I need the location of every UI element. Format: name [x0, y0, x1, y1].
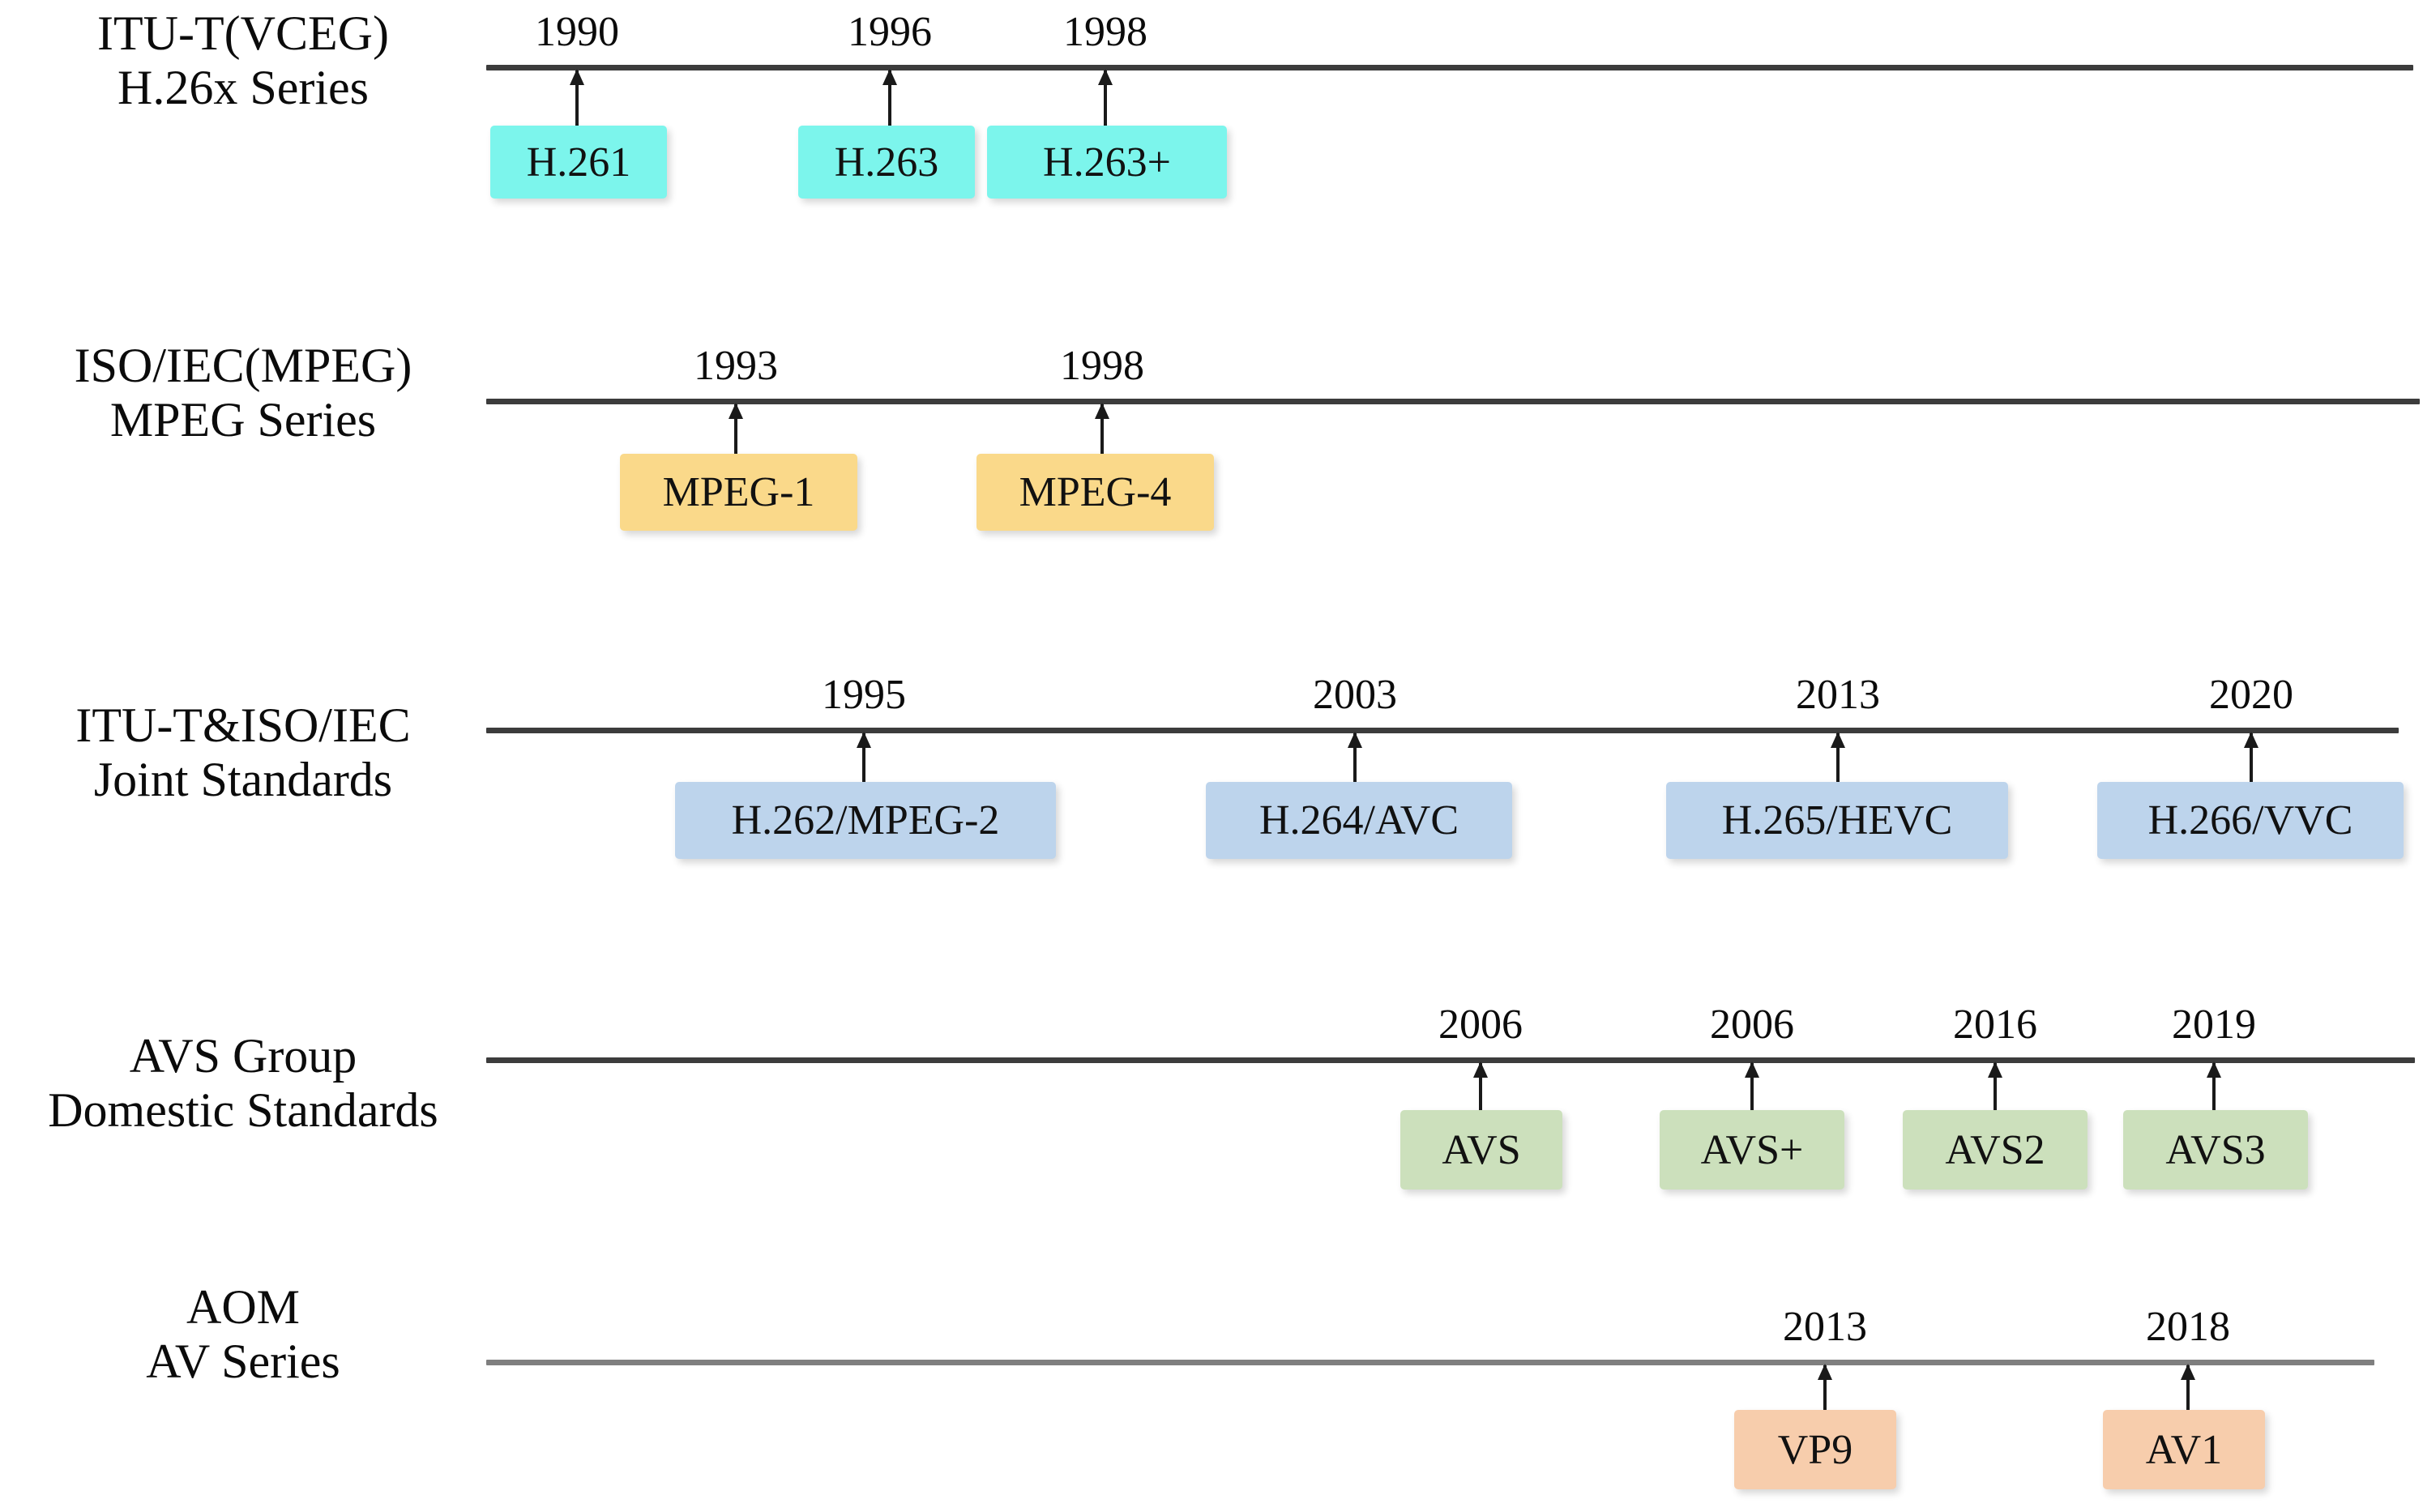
arrow-itu-t-vceg-h-261-icon: [575, 70, 579, 148]
year-label-iso-iec-mpeg-mpeg-1: 1993: [694, 343, 778, 389]
year-label-avs-group-avs2: 2016: [1953, 1002, 2037, 1048]
event-box-avs[interactable]: AVS: [1400, 1110, 1562, 1190]
row-label-line1: AOM: [186, 1280, 300, 1334]
timeline-axis-itu-t-vceg: [486, 65, 2413, 70]
arrow-itu-iso-joint-h-266-vvc-icon: [2250, 733, 2253, 805]
row-label-line2: H.26x Series: [118, 61, 369, 115]
year-label-avs-group-avs-: 2006: [1710, 1002, 1794, 1048]
row-label-line2: Domestic Standards: [48, 1083, 438, 1138]
arrow-itu-iso-joint-h-265-hevc-icon: [1836, 733, 1840, 805]
event-box-h-263[interactable]: H.263: [798, 126, 975, 199]
event-box-avs3[interactable]: AVS3: [2123, 1110, 2308, 1190]
year-label-iso-iec-mpeg-mpeg-4: 1998: [1060, 343, 1144, 389]
row-label-line1: ISO/IEC(MPEG): [74, 339, 412, 392]
arrow-aom-av-vp9-icon: [1823, 1365, 1827, 1433]
event-box-mpeg-4[interactable]: MPEG-4: [976, 454, 1214, 531]
timeline-axis-avs-group: [486, 1057, 2415, 1063]
event-box-mpeg-1[interactable]: MPEG-1: [620, 454, 857, 531]
event-box-h-262-mpeg-2[interactable]: H.262/MPEG-2: [675, 782, 1056, 859]
year-label-itu-iso-joint-h-265-hevc: 2013: [1796, 672, 1880, 718]
row-label-line1: ITU-T(VCEG): [97, 6, 389, 60]
year-label-itu-t-vceg-h-261: 1990: [535, 9, 619, 55]
event-box-avs-[interactable]: AVS+: [1660, 1110, 1844, 1190]
row-label-line2: MPEG Series: [109, 393, 377, 447]
event-box-h-266-vvc[interactable]: H.266/VVC: [2097, 782, 2404, 859]
row-label-line2: AV Series: [146, 1335, 340, 1389]
year-label-itu-t-vceg-h-263-: 1998: [1063, 9, 1147, 55]
row-label-itu-t-vceg: ITU-T(VCEG)H.26x Series: [0, 6, 810, 115]
row-label-line1: AVS Group: [129, 1029, 357, 1083]
timeline-axis-iso-iec-mpeg: [486, 399, 2420, 404]
event-box-h-263-[interactable]: H.263+: [987, 126, 1227, 199]
arrow-itu-t-vceg-h-263-icon: [888, 70, 891, 148]
event-box-av1[interactable]: AV1: [2103, 1410, 2265, 1489]
event-box-h-264-avc[interactable]: H.264/AVC: [1206, 782, 1512, 859]
event-box-h-261[interactable]: H.261: [490, 126, 667, 199]
timeline-axis-itu-iso-joint: [486, 728, 2399, 733]
row-label-iso-iec-mpeg: ISO/IEC(MPEG)MPEG Series: [0, 339, 810, 447]
year-label-avs-group-avs3: 2019: [2172, 1002, 2256, 1048]
year-label-itu-t-vceg-h-263: 1996: [848, 9, 932, 55]
arrow-aom-av-av1-icon: [2186, 1365, 2190, 1433]
arrow-avs-group-avs2-icon: [1994, 1063, 1997, 1133]
year-label-aom-av-vp9: 2013: [1783, 1304, 1867, 1350]
arrow-iso-iec-mpeg-mpeg-4-icon: [1100, 404, 1104, 476]
row-label-line2: Joint Standards: [93, 753, 393, 807]
year-label-itu-iso-joint-h-262-mpeg-2: 1995: [822, 672, 906, 718]
year-label-itu-iso-joint-h-266-vvc: 2020: [2209, 672, 2293, 718]
arrow-iso-iec-mpeg-mpeg-1-icon: [734, 404, 737, 476]
event-box-vp9[interactable]: VP9: [1734, 1410, 1896, 1489]
year-label-aom-av-av1: 2018: [2146, 1304, 2230, 1350]
year-label-itu-iso-joint-h-264-avc: 2003: [1313, 672, 1397, 718]
timeline-axis-aom-av: [486, 1360, 2374, 1365]
arrow-avs-group-avs-icon: [1479, 1063, 1482, 1133]
arrow-avs-group-avs--icon: [1750, 1063, 1754, 1133]
arrow-itu-iso-joint-h-262-mpeg-2-icon: [862, 733, 865, 805]
row-label-line1: ITU-T&ISO/IEC: [75, 698, 411, 752]
event-box-h-265-hevc[interactable]: H.265/HEVC: [1666, 782, 2008, 859]
arrow-itu-iso-joint-h-264-avc-icon: [1353, 733, 1357, 805]
arrow-avs-group-avs3-icon: [2212, 1063, 2216, 1133]
year-label-avs-group-avs: 2006: [1438, 1002, 1523, 1048]
arrow-itu-t-vceg-h-263--icon: [1104, 70, 1107, 148]
event-box-avs2[interactable]: AVS2: [1903, 1110, 2088, 1190]
